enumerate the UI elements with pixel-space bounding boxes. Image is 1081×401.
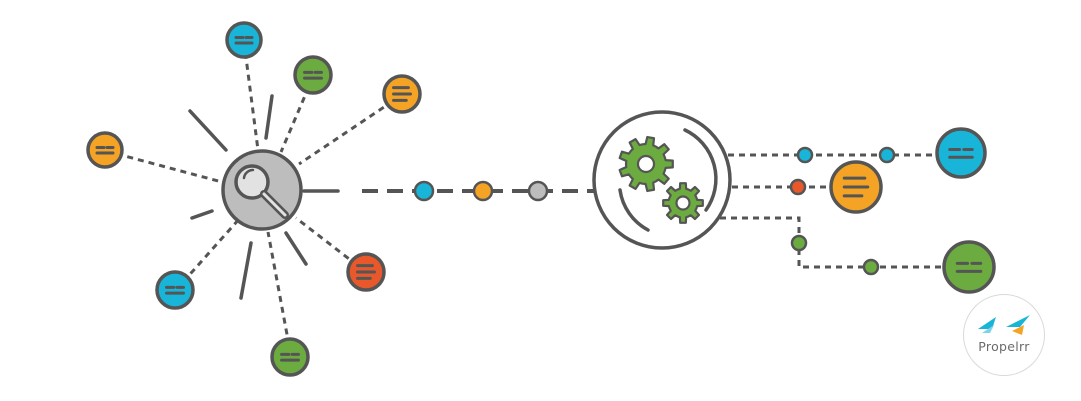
connector-line [242, 41, 260, 151]
node-circle [86, 131, 124, 169]
processor-arc [618, 188, 650, 232]
connector-dot [790, 234, 808, 252]
connector-dot [878, 146, 896, 164]
brand-logo-icon [978, 315, 1030, 335]
text-lines-icon [392, 86, 412, 102]
pipeline-dot [472, 180, 494, 202]
source-node [293, 55, 333, 95]
connector-line [720, 216, 946, 269]
text-lines-icon [842, 176, 870, 198]
node-circle [270, 337, 310, 377]
brand-name: Propelrr [978, 339, 1030, 354]
dash-lines-icon [165, 285, 185, 295]
connector-line [105, 149, 223, 184]
source-node [270, 337, 310, 377]
dash-lines-icon [303, 70, 323, 80]
hub-ray [264, 94, 274, 140]
source-node [382, 74, 422, 114]
output-node [935, 127, 987, 179]
connector-dot [789, 178, 807, 196]
pipeline-dots [413, 180, 549, 202]
hub-ray [284, 231, 308, 266]
text-lines-icon [356, 264, 376, 280]
hub-ray [188, 109, 228, 152]
search-hub [221, 149, 303, 231]
processor-arc [683, 128, 718, 212]
output-dots [789, 146, 896, 276]
source-node [225, 21, 263, 59]
dash-lines-icon [95, 146, 115, 155]
dash-lines-icon [234, 36, 254, 45]
output-connectors [720, 146, 946, 276]
connector-dot [862, 258, 880, 276]
connector-line [298, 93, 403, 166]
magnifier-icon [234, 164, 289, 219]
output-node [942, 240, 996, 294]
pipeline-dot [527, 180, 549, 202]
node-circle [155, 270, 195, 310]
dash-lines-icon [948, 147, 974, 159]
connector-dot [796, 146, 814, 164]
source-node [346, 252, 386, 292]
pipeline-dot [413, 180, 435, 202]
hub-ray [190, 209, 214, 220]
processor [592, 110, 732, 250]
node-circle [935, 127, 987, 179]
node-circle [225, 21, 263, 59]
hub-rays [188, 94, 340, 300]
hub-ray [239, 241, 253, 300]
output-nodes [829, 127, 996, 294]
source-node [155, 270, 195, 310]
gears-icon [618, 135, 704, 224]
brand-badge: Propelrr [963, 294, 1045, 376]
output-node [829, 160, 883, 214]
source-node [86, 131, 124, 169]
dash-lines-icon [280, 352, 300, 362]
node-circle [942, 240, 996, 294]
dash-lines-icon [955, 261, 983, 273]
node-circle [293, 55, 333, 95]
main-pipeline [362, 180, 596, 202]
source-nodes [86, 21, 422, 377]
connector-line [266, 231, 293, 357]
